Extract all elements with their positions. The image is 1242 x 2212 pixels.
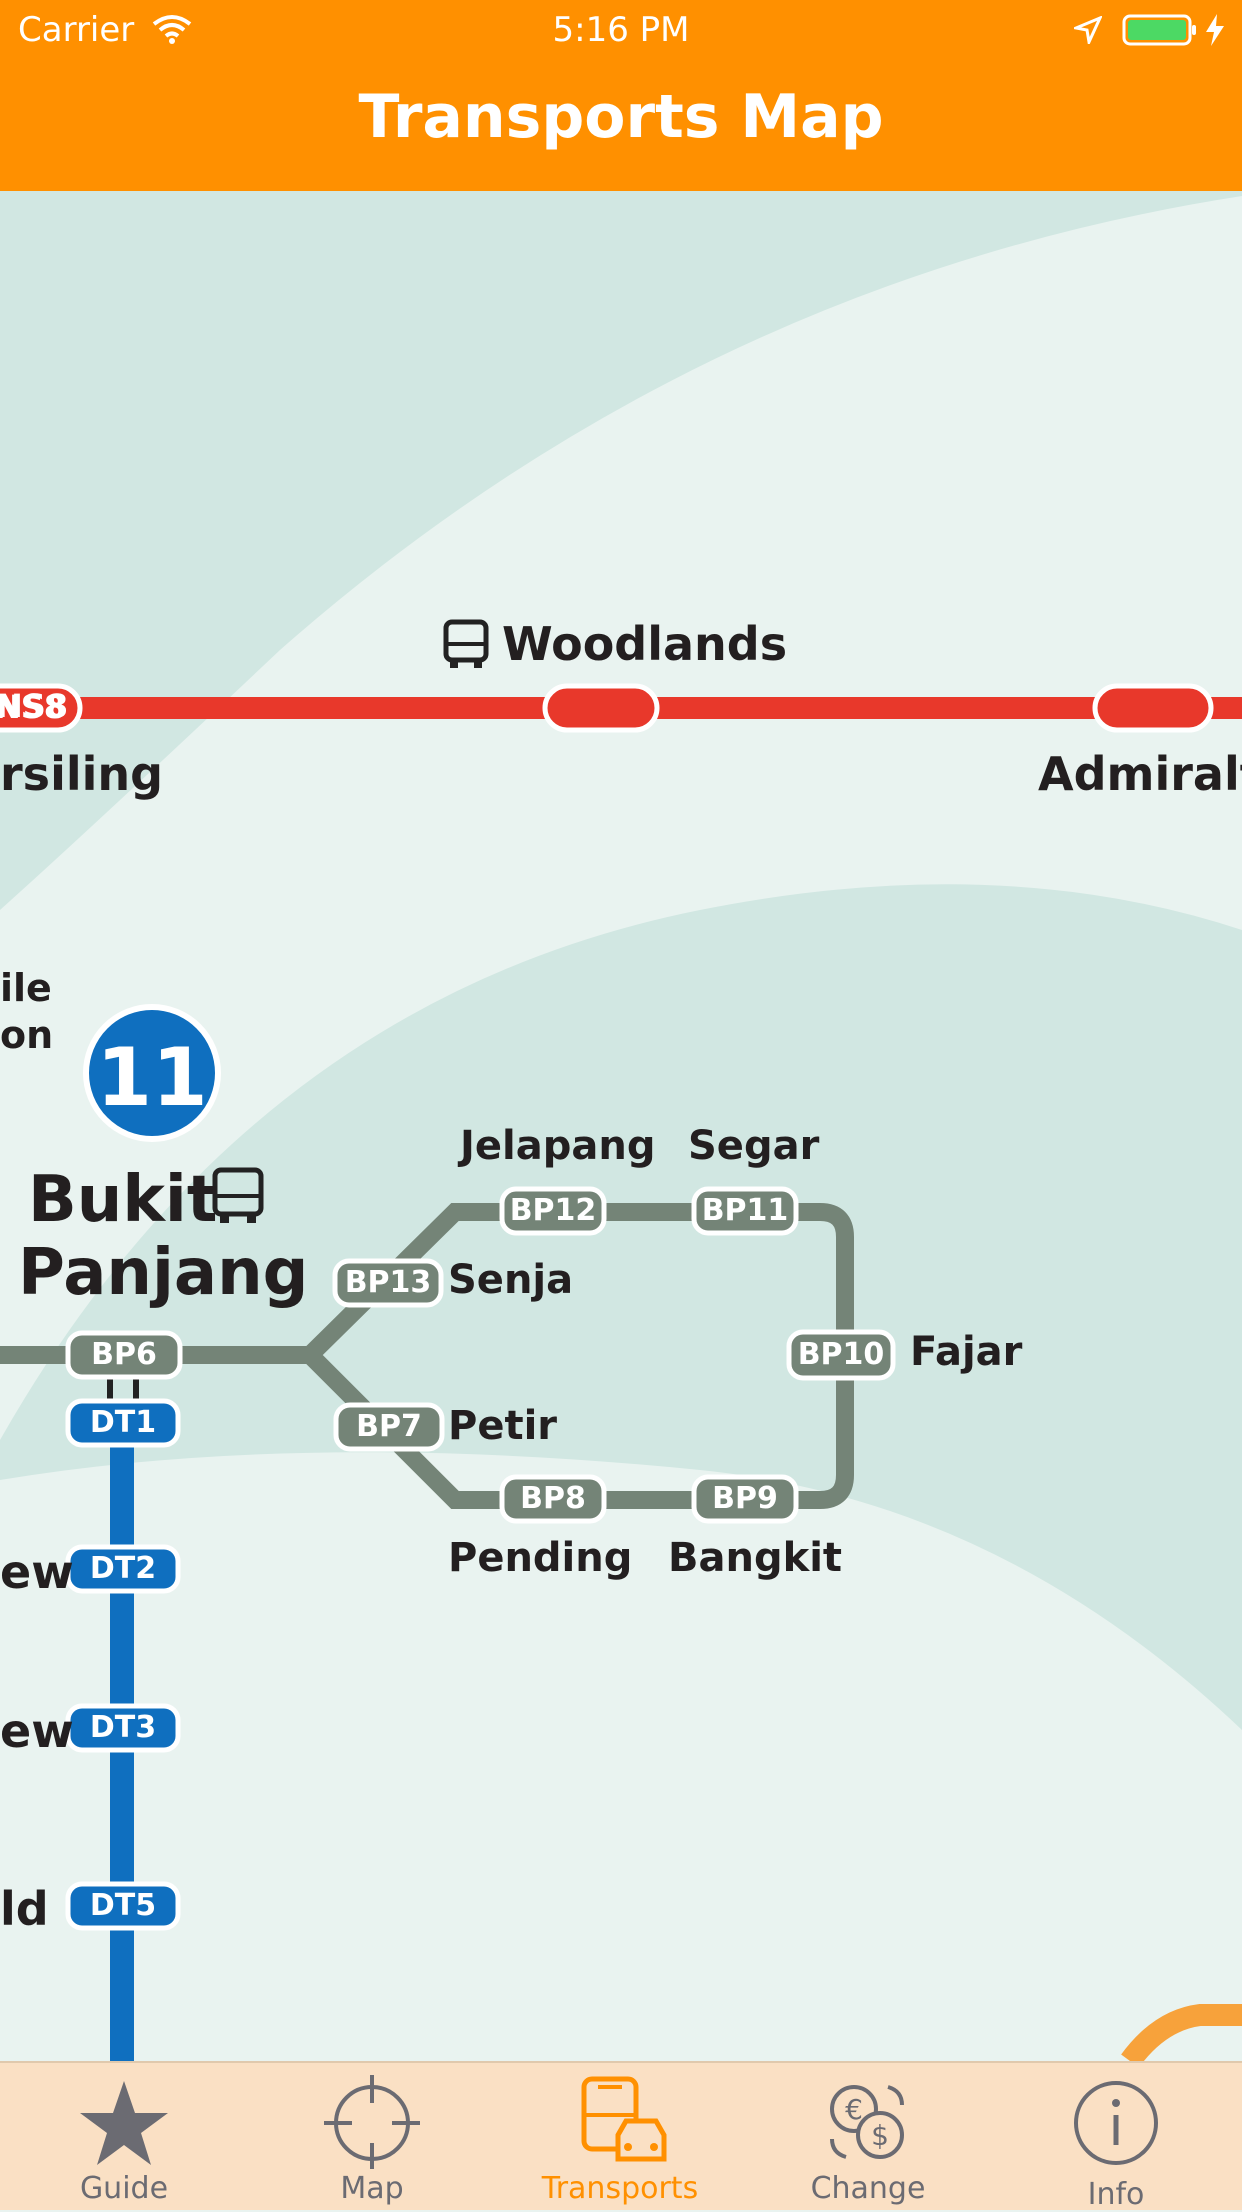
nav-bar: Transports Map (0, 60, 1242, 191)
station-ns10[interactable] (1092, 683, 1214, 733)
station-code-bp7: BP7 (356, 1409, 422, 1444)
station-name-bukit[interactable]: Bukit (28, 1163, 218, 1237)
station-bp9[interactable] (691, 1474, 799, 1524)
station-code-dt2: DT2 (89, 1551, 157, 1586)
station-name-fajar[interactable]: Fajar (910, 1329, 1023, 1375)
zone-number-badge (83, 1004, 221, 1142)
station-code-dt5: DT5 (89, 1888, 157, 1923)
station-dt3[interactable] (65, 1703, 181, 1753)
station-name-partial-ew2[interactable]: ew (0, 1704, 74, 1758)
tab-guide[interactable]: Guide (0, 2063, 248, 2210)
zone-band-lower (0, 884, 1242, 1730)
tab-label: Map (340, 2171, 404, 2206)
tab-label: Info (1087, 2177, 1145, 2212)
status-bar: Carrier 5:16 PM (0, 0, 1242, 60)
station-code-ns8: NS8 (0, 687, 69, 725)
station-name-bangkit[interactable]: Bangkit (668, 1535, 843, 1581)
orange-line (1121, 2004, 1242, 2061)
clock: 5:16 PM (552, 10, 690, 50)
station-ns8[interactable]: NS8 (0, 683, 83, 733)
station-name-marsiling[interactable]: rsiling (0, 747, 164, 801)
charging-bolt-icon (1206, 14, 1224, 46)
station-name-admiralty[interactable]: Admiralt (1038, 747, 1242, 801)
station-name-pending[interactable]: Pending (448, 1535, 633, 1581)
carrier-label: Carrier (18, 10, 135, 50)
currency-exchange-icon: € $ (830, 2085, 904, 2159)
tab-change[interactable]: € $ Change (744, 2063, 992, 2210)
bus-car-icon (581, 2076, 667, 2162)
station-name-segar[interactable]: Segar (688, 1123, 820, 1169)
station-code-dt1: DT1 (89, 1405, 157, 1440)
partial-label-ile: ile (0, 966, 52, 1010)
station-bp11[interactable] (691, 1186, 799, 1236)
station-dt5[interactable] (65, 1881, 181, 1931)
station-dt1[interactable] (65, 1398, 181, 1448)
station-code-bp12: BP12 (509, 1193, 597, 1228)
station-bp6[interactable] (65, 1330, 183, 1380)
tab-label: Transports (541, 2171, 699, 2206)
station-name-petir[interactable]: Petir (448, 1403, 558, 1449)
tab-transports[interactable]: Transports (496, 2063, 744, 2210)
station-bp12[interactable] (499, 1186, 607, 1236)
station-code-bp11: BP11 (701, 1193, 789, 1228)
station-name-partial-ld[interactable]: ld (0, 1882, 49, 1936)
station-code-bp8: BP8 (520, 1481, 586, 1516)
station-code-bp9: BP9 (712, 1481, 778, 1516)
station-code-bp10: BP10 (797, 1337, 885, 1372)
location-arrow-icon (1074, 16, 1102, 44)
wifi-icon (152, 15, 192, 44)
station-name-partial-ew1[interactable]: ew (0, 1545, 74, 1599)
crosshair-icon (324, 2075, 420, 2169)
station-bp8[interactable] (499, 1474, 607, 1524)
zone-number: 11 (96, 1031, 208, 1124)
battery-icon (1122, 14, 1196, 46)
station-code: NS8 (0, 688, 66, 726)
bus-icon (443, 619, 489, 668)
partial-label-on: on (0, 1013, 54, 1057)
station-ns9[interactable] (542, 683, 660, 733)
tab-label: Guide (79, 2171, 169, 2206)
star-icon (80, 2081, 168, 2165)
map-canvas[interactable]: NS8 (0, 191, 1242, 2061)
station-bp10[interactable] (786, 1329, 896, 1381)
transport-map[interactable]: NS8 (0, 191, 1242, 2061)
info-icon (1074, 2081, 1158, 2165)
tab-info[interactable]: Info (992, 2063, 1240, 2212)
svg-text:$: $ (871, 2119, 889, 2152)
bus-icon (212, 1167, 264, 1223)
station-name-senja[interactable]: Senja (448, 1257, 574, 1303)
station-name-jelapang[interactable]: Jelapang (460, 1123, 656, 1169)
station-name-panjang[interactable]: Panjang (18, 1236, 309, 1310)
station-dt2[interactable] (65, 1544, 181, 1594)
station-bp7[interactable] (333, 1402, 445, 1452)
zone-band-upper (0, 191, 1242, 910)
station-bp13[interactable] (332, 1258, 444, 1308)
tab-label: Change (810, 2171, 926, 2206)
station-code-bp13: BP13 (344, 1265, 432, 1300)
tab-map[interactable]: Map (248, 2063, 496, 2210)
station-name-woodlands[interactable]: Woodlands (502, 617, 788, 671)
station-code-dt3: DT3 (89, 1710, 157, 1745)
svg-text:€: € (845, 2093, 863, 2126)
tab-bar: Guide Map Transports € $ (0, 2061, 1242, 2212)
station-code-bp6: BP6 (91, 1337, 157, 1372)
page-title: Transports Map (358, 82, 884, 152)
